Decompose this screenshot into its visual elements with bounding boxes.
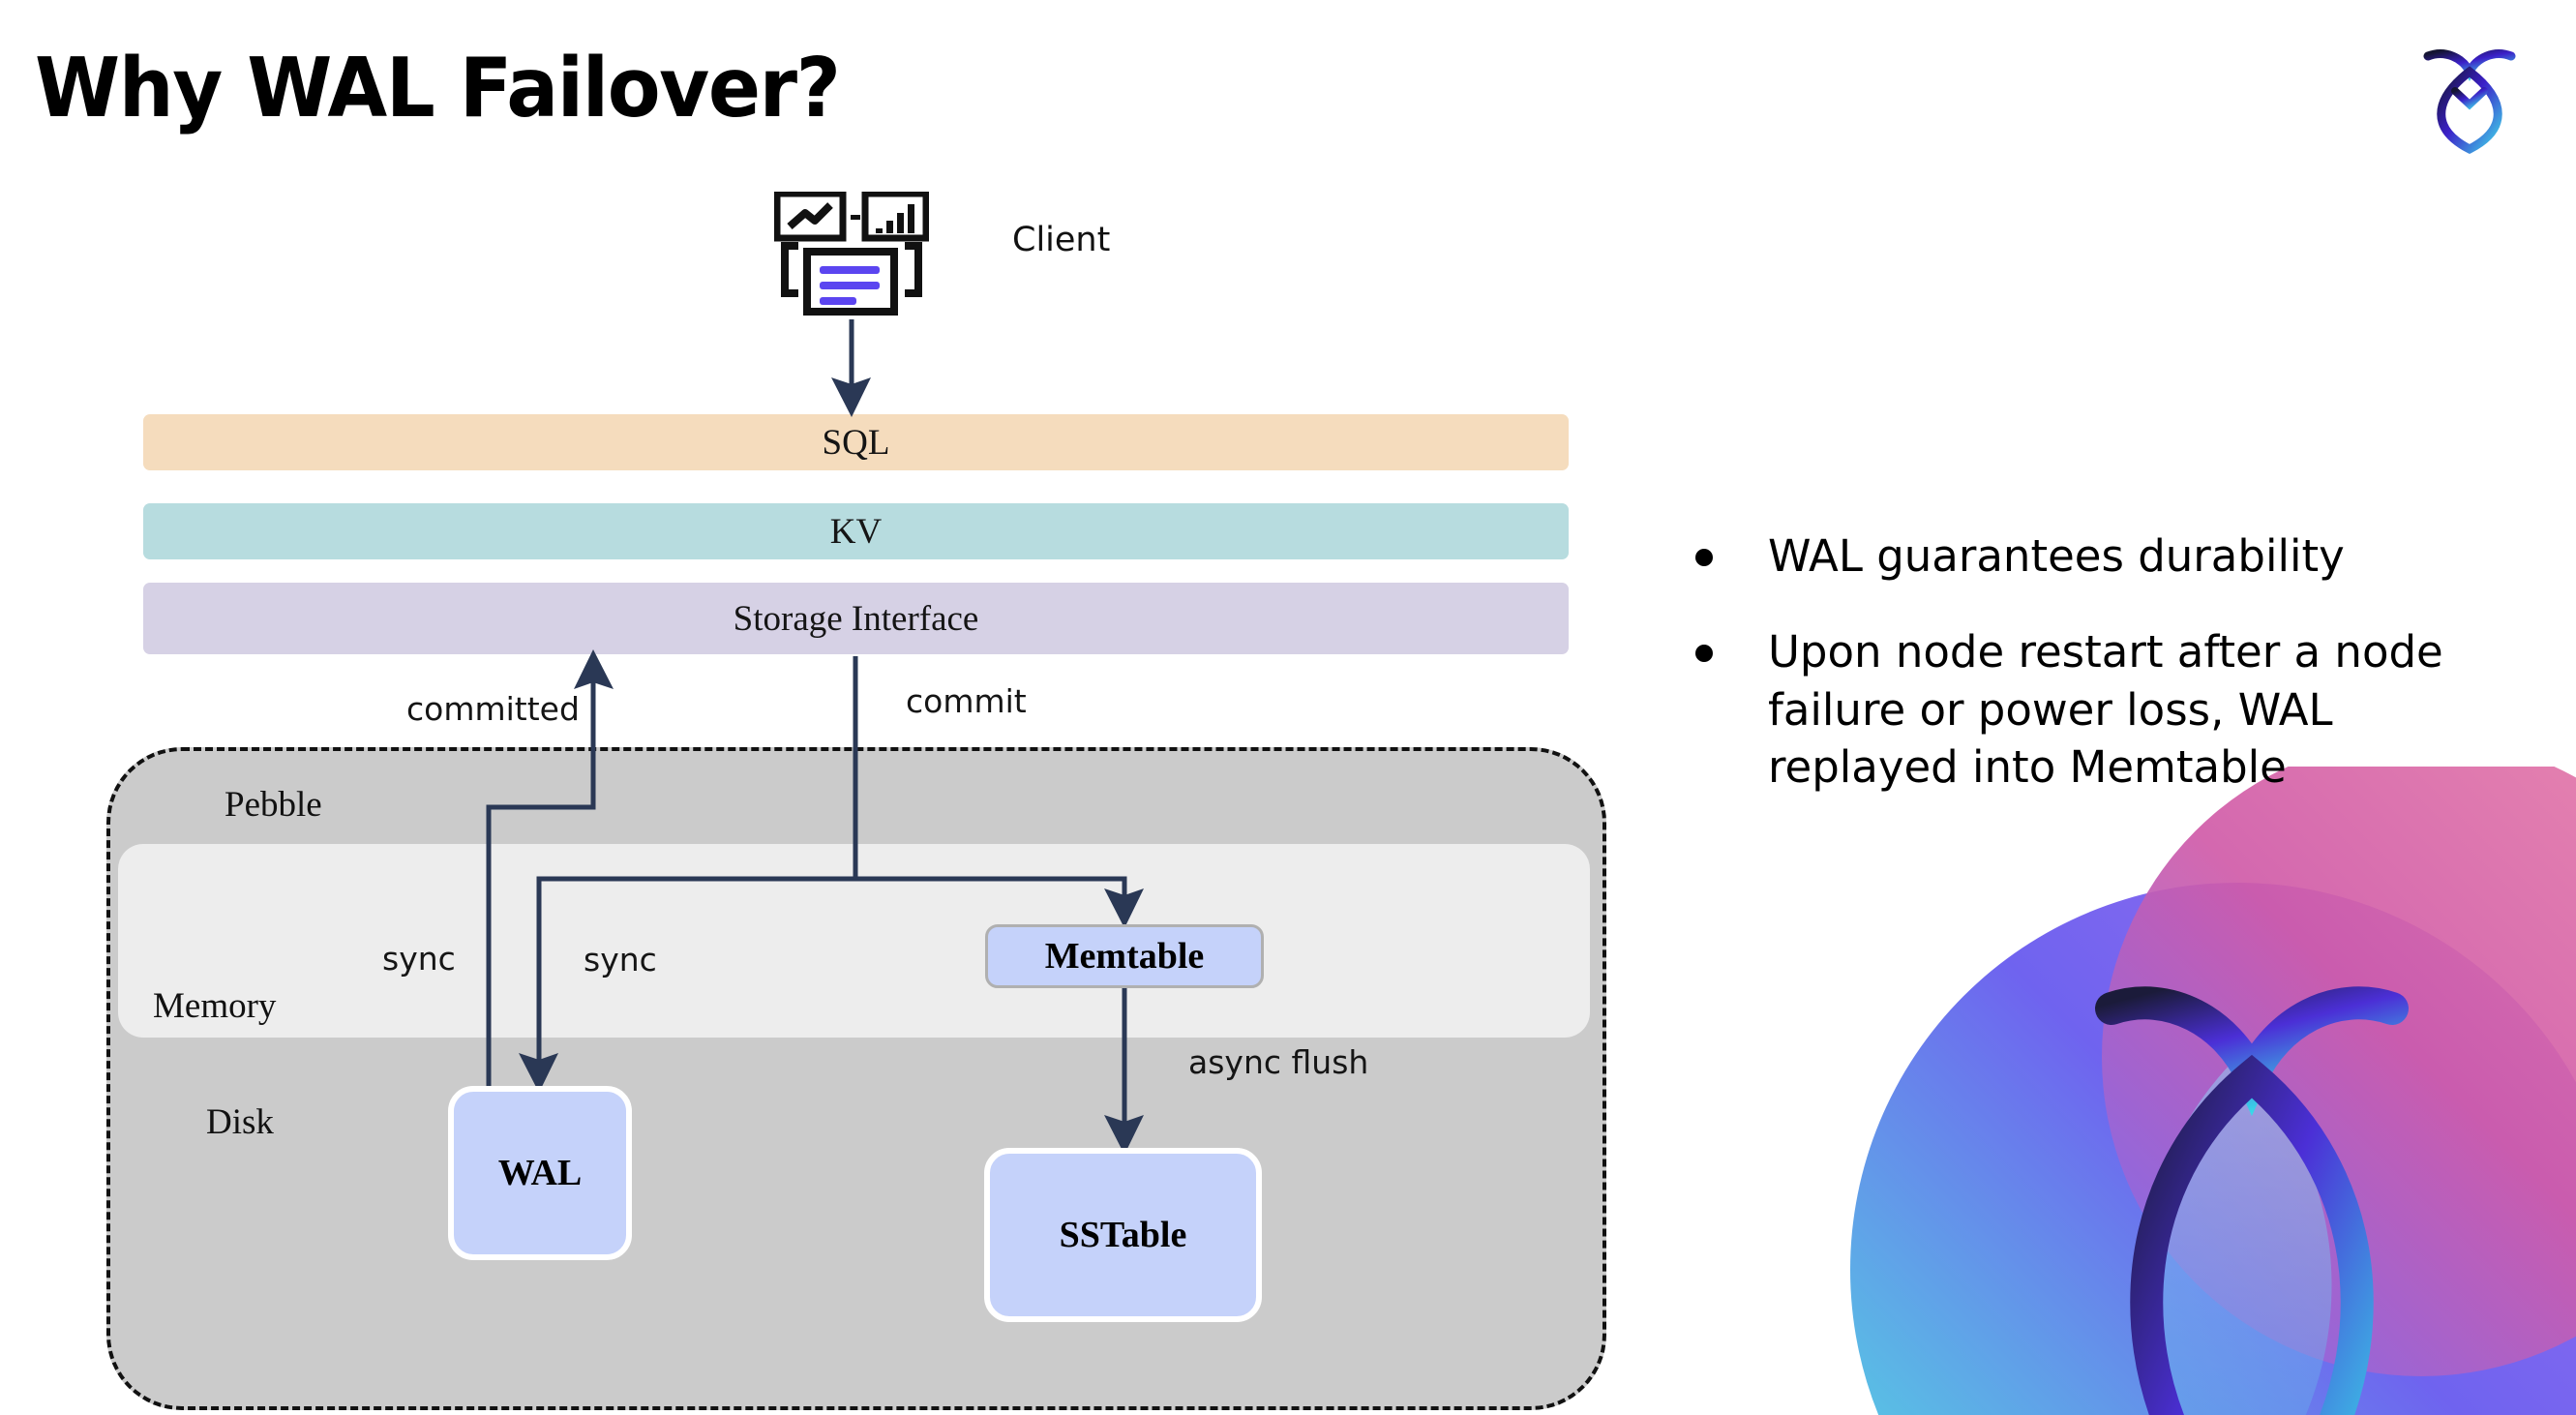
node-wal: WAL [448,1086,632,1260]
bullet-dot-icon [1695,549,1713,566]
flow-label-sync-right: sync [584,941,657,978]
node-label-wal: WAL [497,1153,583,1193]
memory-panel [118,844,1590,1038]
node-label-sstable: SSTable [1059,1215,1187,1255]
pebble-label: Pebble [225,785,322,825]
brand-watermark-graphic [1850,767,2576,1415]
node-label-memtable: Memtable [1044,936,1205,977]
layer-label-sql: SQL [822,422,890,463]
bullet-item: Upon node restart after a node failure o… [1695,623,2518,796]
cockroachdb-logo [2423,49,2516,155]
layer-bar-kv: KV [143,503,1569,559]
bullet-list: WAL guarantees durability Upon node rest… [1695,527,2518,835]
memory-label: Memory [153,986,277,1026]
bullet-text: WAL guarantees durability [1768,530,2345,582]
flow-label-async-flush: async flush [1188,1043,1369,1081]
client-label: Client [1012,221,1111,259]
bullet-item: WAL guarantees durability [1695,527,2518,585]
layer-label-kv: KV [829,511,883,552]
flow-label-committed: committed [406,690,580,728]
layer-label-storage: Storage Interface [733,598,979,639]
layer-bar-storage: Storage Interface [143,583,1569,654]
client-dashboard-icon [774,192,929,316]
disk-label: Disk [206,1102,274,1142]
node-sstable: SSTable [984,1148,1262,1322]
page-title: Why WAL Failover? [35,41,841,136]
layer-bar-sql: SQL [143,414,1569,470]
bullet-dot-icon [1695,645,1713,663]
bullet-text: Upon node restart after a node failure o… [1768,626,2443,794]
node-memtable: Memtable [985,924,1264,988]
flow-label-sync-left: sync [382,940,456,978]
flow-label-commit: commit [906,682,1027,720]
